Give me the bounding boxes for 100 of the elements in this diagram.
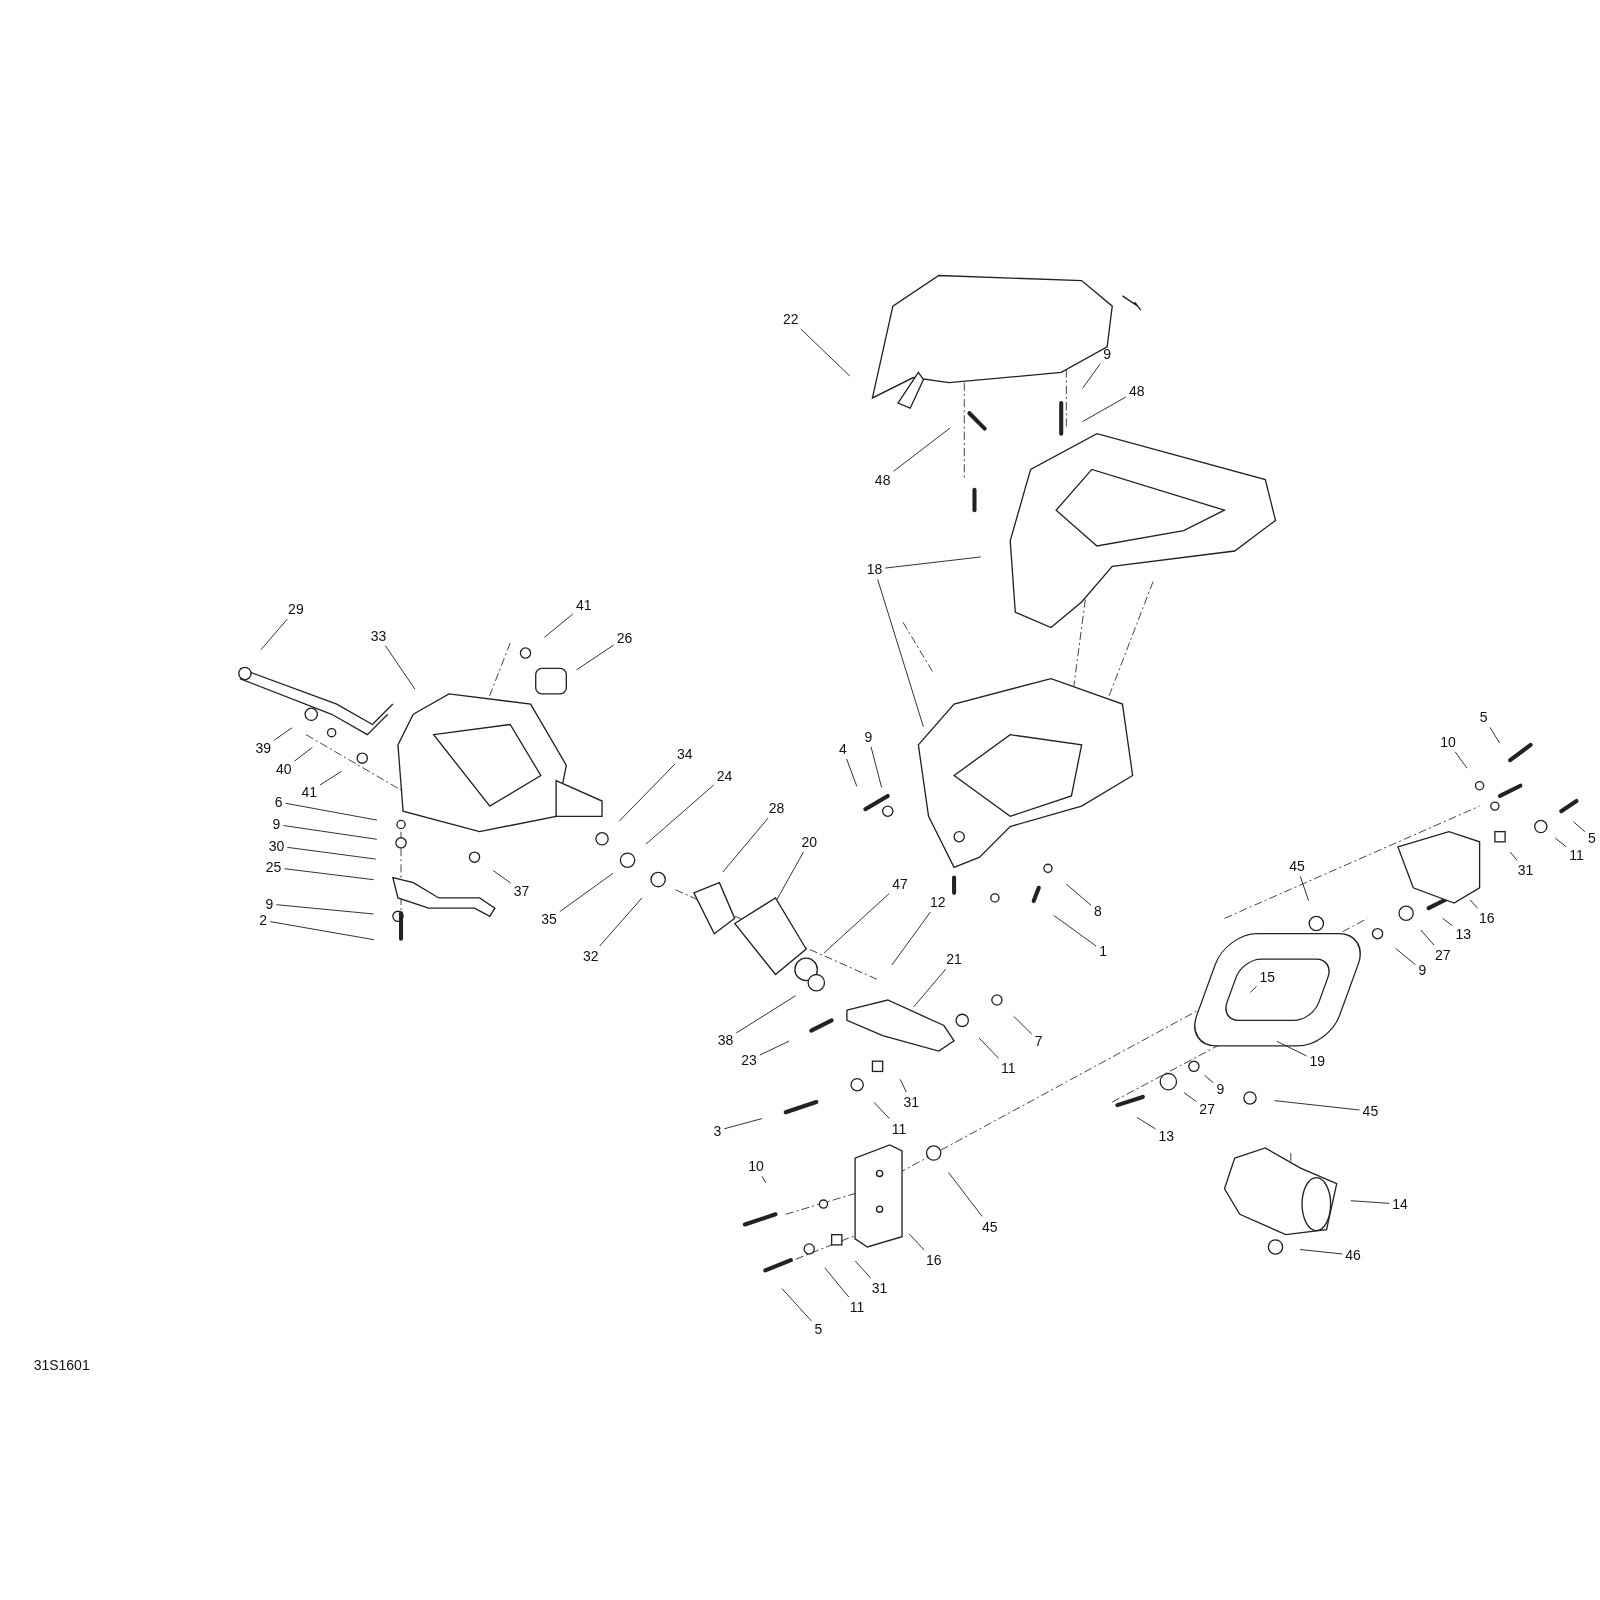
leader-line xyxy=(722,817,769,873)
callout-number: 45 xyxy=(981,1218,999,1235)
leader-line xyxy=(1573,821,1586,833)
callout-number: 34 xyxy=(675,746,694,763)
leader-line xyxy=(599,897,643,947)
callout-number: 3 xyxy=(712,1122,723,1139)
callout-number: 47 xyxy=(891,875,909,892)
leader-line xyxy=(1469,899,1479,909)
leader-line xyxy=(286,846,377,860)
callout-number: 12 xyxy=(928,894,947,911)
callout-number: 5 xyxy=(813,1320,824,1337)
leader-line xyxy=(913,968,947,1008)
callout-number: 19 xyxy=(1308,1053,1327,1070)
leader-line xyxy=(1082,396,1127,423)
leader-line xyxy=(1276,1040,1307,1057)
callout-number: 21 xyxy=(945,951,963,968)
callout-number: 24 xyxy=(715,767,734,784)
leader-line xyxy=(908,1233,925,1251)
callout-number: 5 xyxy=(1586,829,1597,846)
callout-number: 11 xyxy=(848,1299,866,1316)
leader-line xyxy=(1082,363,1101,389)
leader-line xyxy=(260,618,288,651)
callout-number: 39 xyxy=(254,739,273,756)
callout-number: 9 xyxy=(264,896,275,913)
callout-number: 14 xyxy=(1391,1196,1409,1213)
callout-number: 35 xyxy=(540,911,558,928)
leader-line xyxy=(1554,837,1567,848)
callout-number: 28 xyxy=(767,800,786,817)
callout-number: 11 xyxy=(890,1120,908,1137)
callout-number: 48 xyxy=(873,471,892,488)
leader-line xyxy=(559,873,614,913)
leader-line xyxy=(1183,1092,1197,1102)
leader-line xyxy=(873,1101,890,1120)
callout-number: 41 xyxy=(300,783,318,800)
drawing-code: 31S1601 xyxy=(32,1357,91,1374)
leader-line xyxy=(283,825,378,840)
leader-line xyxy=(761,1175,767,1184)
callout-number: 9 xyxy=(271,816,282,833)
leader-line xyxy=(884,556,982,569)
callout-number: 31 xyxy=(902,1094,920,1111)
leader-line xyxy=(1489,726,1501,744)
leader-line xyxy=(319,770,342,786)
callout-number: 25 xyxy=(264,859,283,876)
callout-number: 27 xyxy=(1198,1101,1216,1118)
callout-number: 46 xyxy=(1344,1247,1362,1264)
leader-line xyxy=(891,911,931,966)
callout-number: 9 xyxy=(1102,346,1113,363)
leader-line xyxy=(294,746,313,762)
callout-number: 33 xyxy=(369,627,388,644)
leader-line xyxy=(1204,1074,1214,1084)
callout-number: 9 xyxy=(1215,1080,1226,1097)
leader-line xyxy=(735,995,797,1034)
callout-number: 48 xyxy=(1127,382,1146,399)
leader-line xyxy=(854,1260,871,1279)
callout-number: 10 xyxy=(747,1158,765,1175)
leader-line xyxy=(781,1288,812,1322)
callout-number: 37 xyxy=(512,882,531,899)
callout-number: 30 xyxy=(267,837,286,854)
leader-line xyxy=(285,802,378,821)
callout-number: 13 xyxy=(1157,1127,1176,1144)
leader-line xyxy=(1053,914,1097,947)
callout-number: 4 xyxy=(837,740,848,757)
leader-line xyxy=(269,921,375,941)
leader-line xyxy=(275,904,375,915)
leader-line xyxy=(645,784,715,845)
leader-line xyxy=(1442,917,1453,927)
callout-number: 1 xyxy=(1098,943,1108,959)
callout-number: 27 xyxy=(1434,947,1452,964)
callout-number: 23 xyxy=(740,1052,758,1069)
callout-number: 29 xyxy=(287,601,305,618)
callout-number: 32 xyxy=(582,948,600,965)
leader-line xyxy=(899,1078,907,1093)
callout-number: 41 xyxy=(574,597,593,614)
leader-line xyxy=(776,851,805,900)
callout-number: 38 xyxy=(716,1031,735,1048)
leader-line xyxy=(492,870,512,884)
callout-number: 16 xyxy=(1477,910,1496,927)
callout-number: 13 xyxy=(1454,925,1473,942)
leader-line xyxy=(800,328,851,377)
callout-number: 11 xyxy=(999,1060,1017,1077)
leader-line xyxy=(877,578,924,728)
callout-number: 11 xyxy=(1568,847,1585,864)
leader-line xyxy=(543,613,574,638)
callout-number: 20 xyxy=(800,833,818,850)
leader-line xyxy=(575,644,615,671)
callout-number: 7 xyxy=(1033,1032,1044,1049)
leader-line xyxy=(846,758,858,787)
leader-line xyxy=(948,1172,983,1217)
leader-line xyxy=(1273,1100,1361,1111)
callout-number: 6 xyxy=(273,794,284,811)
leader-line xyxy=(618,763,676,822)
leader-line xyxy=(1350,1200,1390,1204)
leader-line xyxy=(283,868,375,881)
leader-line xyxy=(273,727,293,741)
leader-line xyxy=(723,1118,763,1130)
leader-line xyxy=(823,893,890,954)
leader-line xyxy=(1509,851,1518,861)
callout-number: 31 xyxy=(870,1279,889,1296)
callout-number: 5 xyxy=(1478,709,1489,726)
callout-number: 16 xyxy=(924,1252,943,1269)
